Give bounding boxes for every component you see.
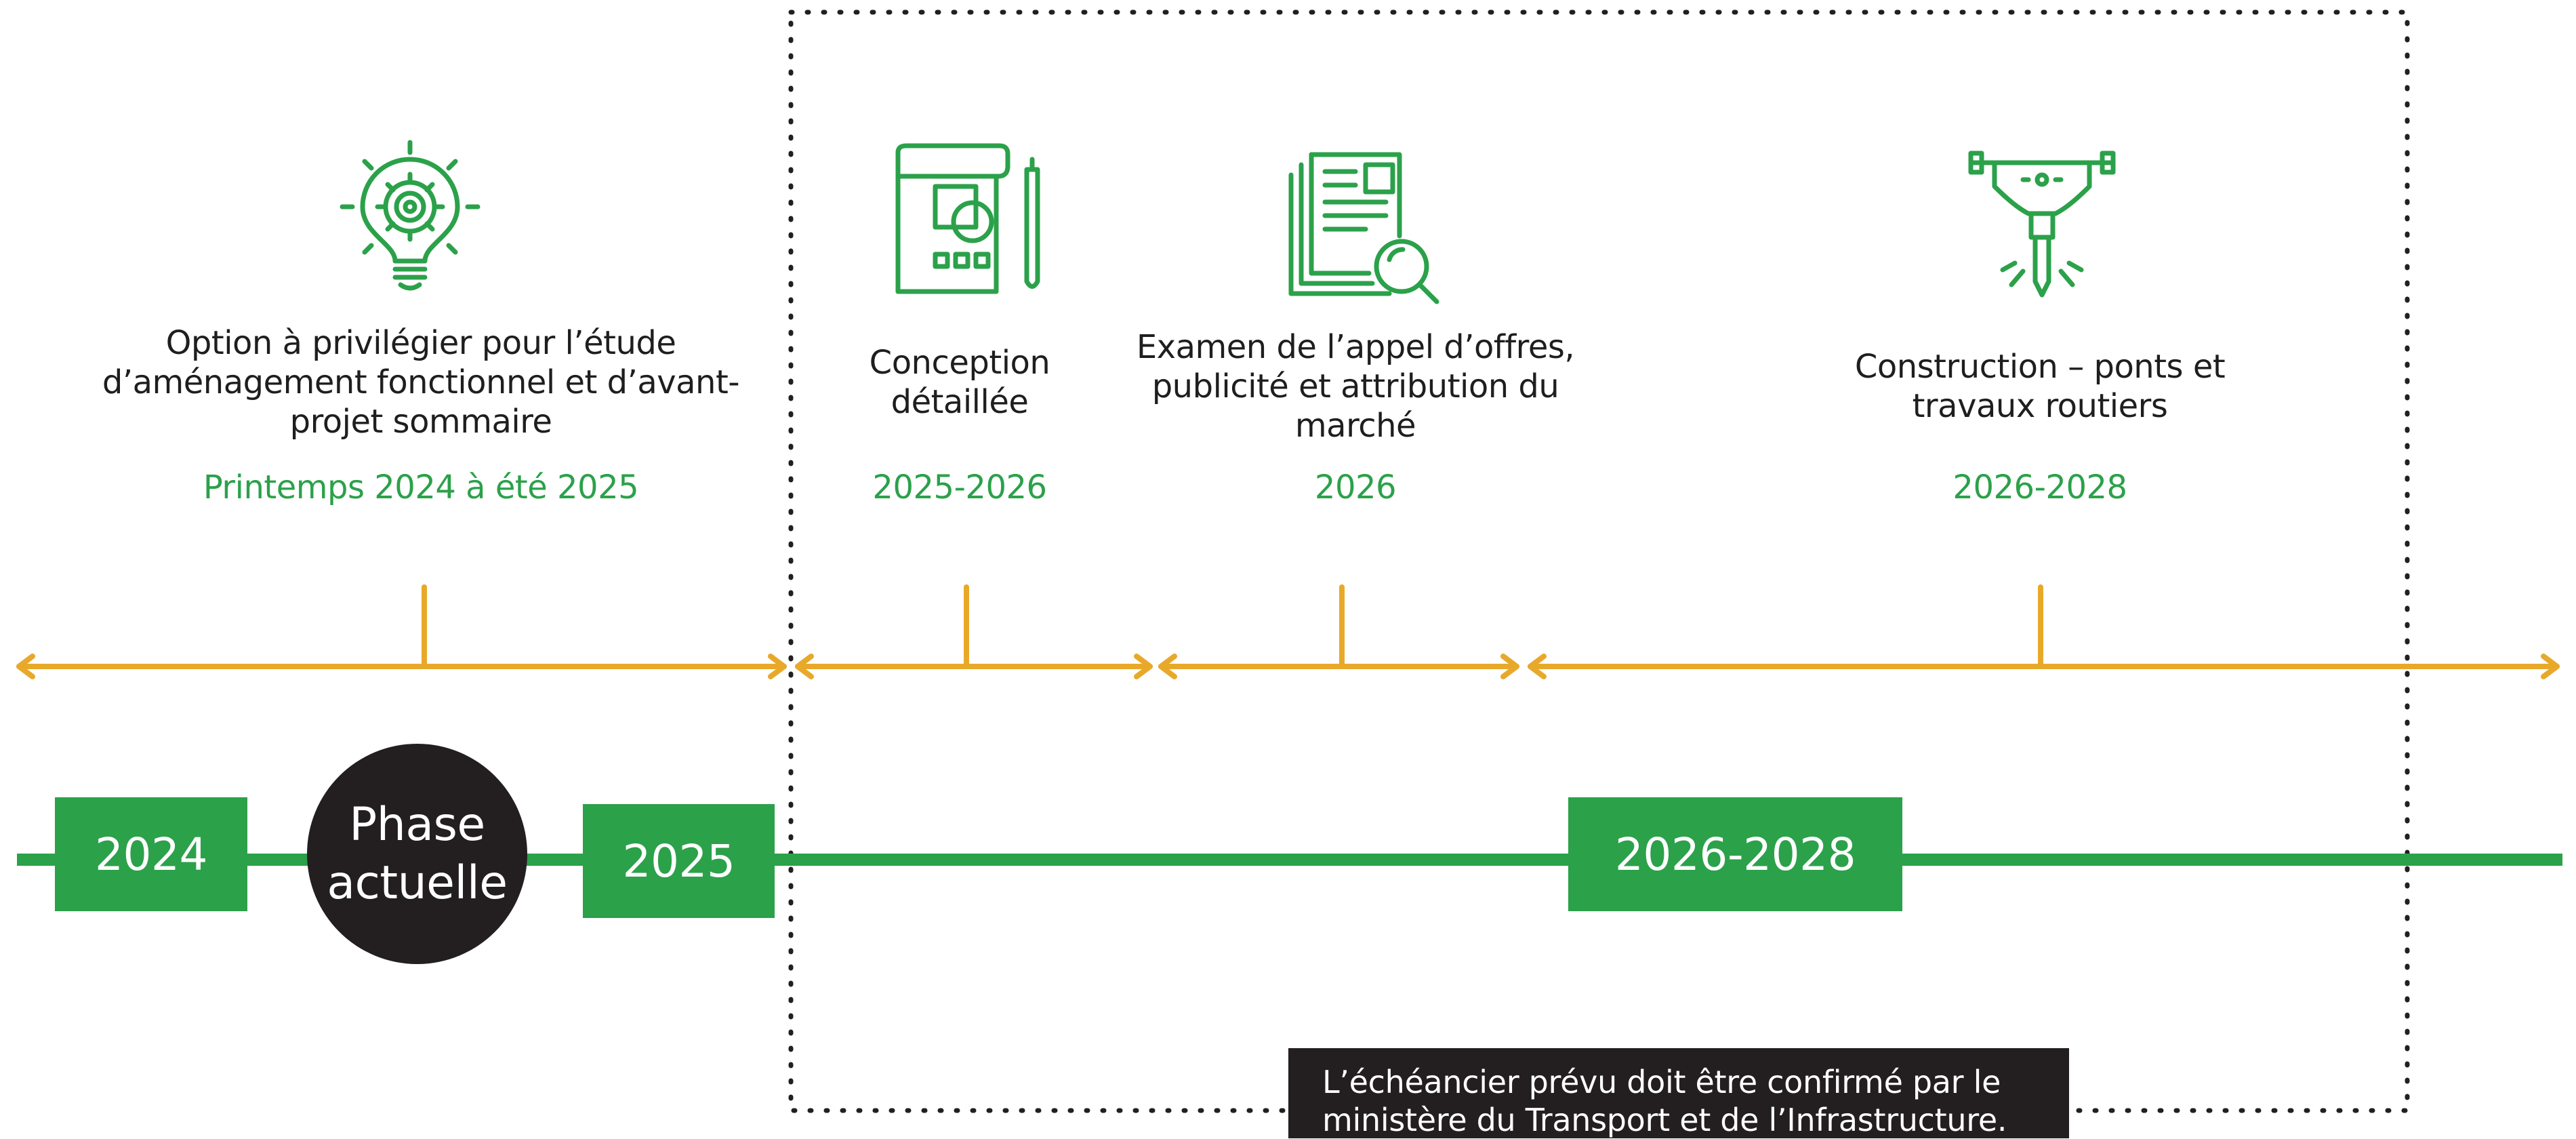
interval-arrow-phase-2 [795, 584, 1153, 679]
documents-magnifier-icon [1288, 152, 1439, 304]
phase-4-title-line-1: Construction – ponts et [1854, 348, 2226, 386]
interval-arrow-phase-1 [16, 584, 787, 679]
current-phase-circle: Phase actuelle [307, 744, 527, 964]
current-phase-line-2: actuelle [327, 856, 508, 910]
phase-1-title-line-3: projet sommaire [289, 403, 552, 441]
current-phase-line-1: Phase [349, 797, 485, 852]
phase-1-title: Option à privilégier pour l’étude d’amén… [92, 323, 750, 441]
phase-2-title: Conception détaillée [824, 343, 1095, 422]
interval-arrow-phase-4 [1528, 584, 2560, 679]
year-box-2026-2028: 2026-2028 [1568, 797, 1902, 911]
phase-4-date: 2026-2028 [1953, 468, 2127, 506]
phase-4-title: Construction – ponts et travaux routiers [1796, 347, 2284, 426]
phase-2-title-line-1: Conception [869, 344, 1050, 382]
phase-3-title-line-3: marché [1294, 407, 1416, 445]
year-box-2025: 2025 [583, 804, 775, 918]
phase-3-date: 2026 [1314, 468, 1397, 506]
phase-1-title-line-1: Option à privilégier pour l’étude [165, 324, 676, 362]
phase-2-title-line-2: détaillée [891, 383, 1029, 421]
note-line-1: L’échéancier prévu doit être confirmé pa… [1322, 1064, 2001, 1100]
phase-3-title-line-1: Examen de l’appel d’offres, [1136, 328, 1575, 366]
phase-3-title: Examen de l’appel d’offres, publicité et… [1125, 327, 1586, 445]
note-line-2: ministère du Transport et de l’Infrastru… [1322, 1102, 2007, 1138]
lightbulb-gear-icon [340, 140, 481, 291]
blueprint-pencil-icon [895, 143, 1040, 294]
future-phases-dotted-box [788, 9, 2410, 1113]
phase-1-date: Printemps 2024 à été 2025 [203, 468, 639, 506]
phase-2-date: 2025-2026 [872, 468, 1047, 506]
phase-1-title-line-2: d’aménagement fonctionnel et d’avant- [102, 363, 740, 401]
phase-3-title-line-2: publicité et attribution du [1151, 367, 1559, 405]
interval-arrow-phase-3 [1158, 584, 1519, 679]
jackhammer-icon [1968, 151, 2116, 298]
schedule-confirmation-note: L’échéancier prévu doit être confirmé pa… [1288, 1048, 2069, 1138]
year-box-2024: 2024 [55, 797, 247, 911]
interval-arrows [16, 584, 2560, 679]
phase-4-title-line-2: travaux routiers [1912, 387, 2168, 425]
